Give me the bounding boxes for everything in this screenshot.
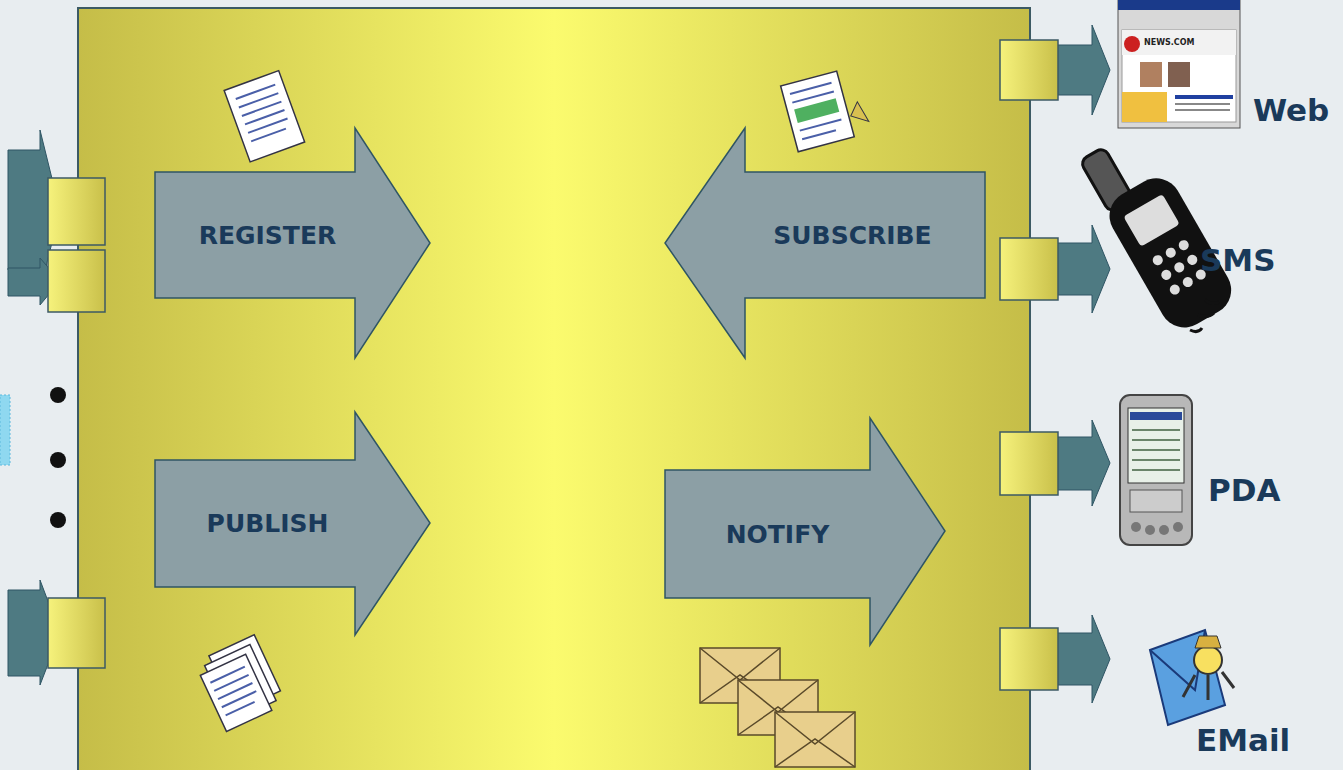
- broker-panel: [78, 8, 1030, 770]
- email-icon: [1150, 630, 1234, 725]
- mobile-phone-icon: [1075, 126, 1240, 337]
- ellipsis-dots: [50, 387, 66, 528]
- channel-label: PDA: [1208, 472, 1280, 508]
- process-arrow: PUBLISH: [155, 412, 430, 635]
- arrow-label: PUBLISH: [155, 460, 380, 587]
- arrow-outline: [155, 128, 430, 358]
- documents-stack-icon: [194, 635, 286, 732]
- ring-marks: [1190, 300, 1219, 332]
- process-arrow: NOTIFY: [665, 418, 945, 645]
- side-marker: [0, 395, 10, 465]
- channel-label: Web: [1253, 92, 1329, 128]
- pda-icon: [1120, 395, 1192, 545]
- channel-label: SMS: [1200, 242, 1276, 278]
- document-icon: [224, 71, 304, 162]
- arrow-outline: [155, 412, 430, 635]
- process-arrow: REGISTER: [155, 128, 430, 358]
- process-arrow: SUBSCRIBE: [665, 128, 985, 358]
- web-browser-icon: [1118, 0, 1240, 128]
- arrow-label: SUBSCRIBE: [720, 172, 985, 298]
- form-icon: [781, 66, 872, 151]
- arrow-label: NOTIFY: [665, 470, 890, 598]
- arrow-outline: [665, 128, 985, 358]
- channel-label: EMail: [1196, 722, 1290, 758]
- envelopes-icon: [700, 648, 855, 767]
- site-logo-text: NEWS.COM: [1144, 38, 1194, 47]
- arrow-label: REGISTER: [155, 172, 380, 298]
- input-ports: [48, 178, 105, 668]
- arrow-outline: [665, 418, 945, 645]
- output-ports: [1000, 40, 1058, 690]
- output-arrows: [1050, 25, 1110, 703]
